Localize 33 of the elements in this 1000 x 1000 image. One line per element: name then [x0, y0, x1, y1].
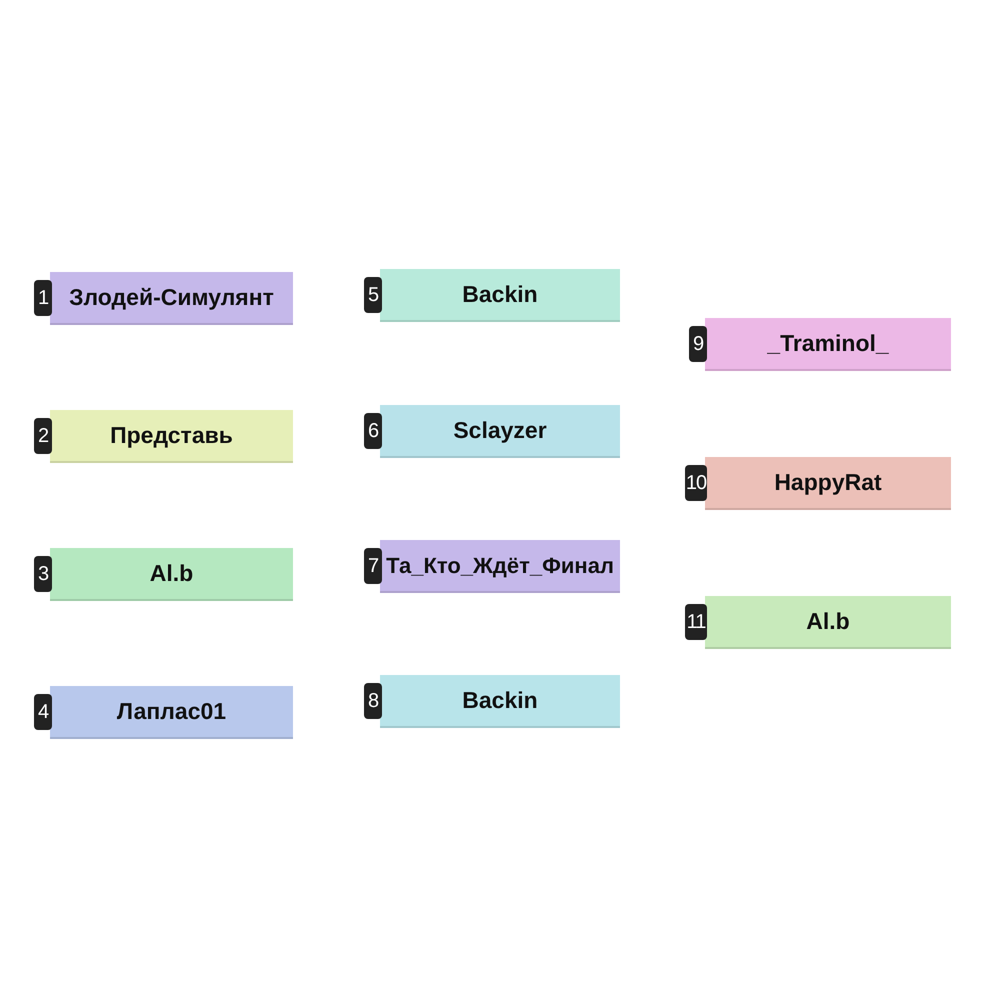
rank-badge: 8 [364, 683, 382, 719]
player-card [380, 675, 620, 728]
player-name: _Traminol_ [767, 330, 889, 357]
player-card [50, 272, 293, 325]
player-name: Та_Кто_Ждёт_Финал [386, 552, 614, 578]
rank-badge: 11 [685, 604, 707, 640]
player-card [705, 596, 951, 649]
rank-badge: 7 [364, 548, 382, 584]
player-card [705, 457, 951, 510]
rank-badge: 3 [34, 556, 52, 592]
player-card [50, 686, 293, 739]
player-name: Злодей-Симулянт [69, 284, 274, 311]
player-name: Al.b [150, 560, 194, 587]
player-card [50, 548, 293, 601]
rank-badge: 5 [364, 277, 382, 313]
player-card [380, 405, 620, 458]
player-name: Backin [462, 687, 538, 714]
player-card [50, 410, 293, 463]
player-name: Sclayzer [453, 417, 547, 444]
player-name: Представь [110, 422, 233, 449]
rank-badge: 4 [34, 694, 52, 730]
player-card [705, 318, 951, 371]
player-name: Al.b [806, 608, 850, 635]
player-name: HappyRat [774, 469, 882, 496]
rank-badge: 10 [685, 465, 707, 501]
rank-badge: 6 [364, 413, 382, 449]
rank-badge: 1 [34, 280, 52, 316]
player-name: Лаплас01 [116, 698, 226, 725]
player-card [380, 269, 620, 322]
player-card [380, 540, 620, 593]
rank-badge: 2 [34, 418, 52, 454]
player-name: Backin [462, 281, 538, 308]
rank-badge: 9 [689, 326, 707, 362]
